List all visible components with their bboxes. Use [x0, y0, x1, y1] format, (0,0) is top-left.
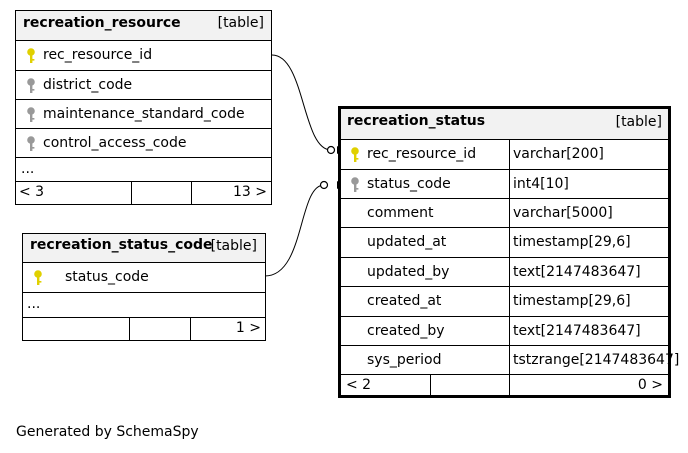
column-row[interactable]: created_by text[2147483647] — [341, 316, 668, 345]
column-name: comment — [367, 205, 434, 221]
column-name: status_code — [367, 176, 451, 192]
column-row[interactable]: created_at timestamp[29,6] — [341, 286, 668, 316]
column-name: updated_at — [367, 234, 447, 250]
more-columns: ... — [27, 296, 41, 312]
column-type: tstzrange[2147483647] — [513, 352, 680, 368]
child-count[interactable]: 1 > — [235, 320, 261, 336]
relations-row: 1 > — [23, 317, 265, 340]
foreign-key-icon — [351, 177, 359, 192]
table-type: [table] — [217, 15, 264, 31]
column-name: created_at — [367, 293, 442, 309]
more-columns: ... — [21, 161, 35, 177]
column-type: int4[10] — [513, 176, 569, 192]
table-name: recreation_resource — [23, 15, 181, 31]
column-name: rec_resource_id — [367, 146, 477, 162]
column-row[interactable]: rec_resource_id varchar[200] — [341, 139, 668, 169]
column-row[interactable]: rec_resource_id — [16, 40, 271, 70]
column-name: rec_resource_id — [43, 47, 153, 63]
table-recreation-status[interactable]: recreation_status [table] rec_resource_i… — [338, 106, 679, 398]
generated-by-footer: Generated by SchemaSpy — [16, 424, 199, 440]
column-row[interactable]: district_code — [16, 70, 271, 99]
column-name: maintenance_standard_code — [43, 106, 245, 122]
table-recreation-status-code[interactable]: recreation_status_code [table] status_co… — [22, 233, 266, 341]
edge-status-code — [264, 184, 325, 277]
relations-row: < 3 13 > — [16, 181, 271, 204]
table-header: recreation_status_code [table] — [23, 234, 265, 262]
column-row[interactable]: status_code — [23, 262, 265, 292]
foreign-key-icon — [27, 136, 35, 151]
primary-key-icon — [351, 147, 359, 162]
column-type: varchar[200] — [513, 146, 604, 162]
column-row[interactable]: maintenance_standard_code — [16, 99, 271, 128]
child-count[interactable]: 0 > — [637, 377, 663, 393]
relations-row: < 2 0 > — [341, 374, 668, 398]
primary-key-icon — [27, 48, 35, 63]
column-name: district_code — [43, 77, 133, 93]
column-row[interactable]: status_code int4[10] — [341, 169, 668, 198]
column-name: created_by — [367, 323, 445, 339]
column-type: text[2147483647] — [513, 323, 641, 339]
table-type: [table] — [615, 114, 662, 130]
table-type: [table] — [210, 238, 257, 254]
primary-key-icon — [34, 270, 42, 285]
foreign-key-icon — [27, 78, 35, 93]
column-row[interactable]: control_access_code — [16, 128, 271, 157]
table-header: recreation_status [table] — [341, 109, 668, 139]
column-name: updated_by — [367, 264, 450, 280]
table-header: recreation_resource [table] — [16, 11, 271, 40]
more-columns-row: ... — [16, 157, 271, 181]
column-type: timestamp[29,6] — [513, 293, 631, 309]
child-count[interactable]: 13 > — [233, 184, 267, 200]
column-row[interactable]: sys_period tstzrange[2147483647] — [341, 345, 679, 374]
column-row[interactable]: updated_at timestamp[29,6] — [341, 227, 668, 257]
edge-status-code-end — [319, 180, 329, 190]
column-name: control_access_code — [43, 135, 187, 151]
table-name: recreation_status — [347, 113, 486, 129]
column-row[interactable]: comment varchar[5000] — [341, 198, 668, 227]
column-name: sys_period — [367, 352, 442, 368]
column-row[interactable]: updated_by text[2147483647] — [341, 257, 668, 286]
edge-rec-resource-id-end — [326, 145, 336, 155]
foreign-key-icon — [27, 107, 35, 122]
column-name: status_code — [65, 269, 149, 285]
column-type: timestamp[29,6] — [513, 234, 631, 250]
parent-count[interactable]: < 2 — [346, 377, 372, 393]
table-name: recreation_status_code — [30, 237, 213, 253]
parent-count[interactable]: < 3 — [19, 184, 45, 200]
table-recreation-resource[interactable]: recreation_resource [table] rec_resource… — [15, 10, 272, 205]
more-columns-row: ... — [23, 292, 265, 317]
edge-rec-resource-id — [271, 54, 332, 151]
column-type: text[2147483647] — [513, 264, 641, 280]
column-type: varchar[5000] — [513, 205, 613, 221]
